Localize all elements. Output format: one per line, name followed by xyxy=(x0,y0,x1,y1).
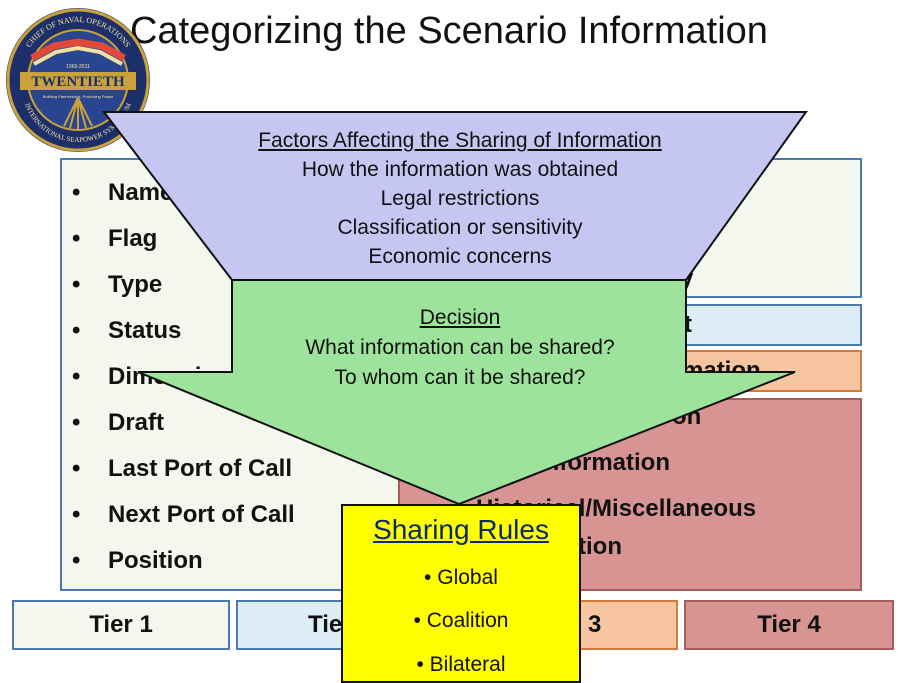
rule-item: • Global xyxy=(424,566,498,589)
factor-item: Legal restrictions xyxy=(380,187,540,210)
list-item: Status xyxy=(72,308,295,354)
rule-item: • Bilateral xyxy=(416,653,506,676)
logo-motto: Building Partnerships, Producing Peace xyxy=(43,94,114,99)
sharing-rules-box: Sharing Rules • Global • Coalition • Bil… xyxy=(341,504,581,683)
factor-item: How the information was obtained xyxy=(301,158,619,181)
sharing-rules-heading: Sharing Rules xyxy=(373,514,549,545)
tier-1-label: Tier 1 xyxy=(12,600,230,650)
factors-heading: Factors Affecting the Sharing of Informa… xyxy=(258,129,662,152)
tier-4-label: Tier 4 xyxy=(684,600,894,650)
list-item: Last Port of Call xyxy=(72,446,295,492)
tier4-line: tion xyxy=(578,533,622,560)
decision-arrow-shape xyxy=(137,279,796,506)
list-item: Next Port of Call xyxy=(72,492,295,538)
tier-2-text: Tie xyxy=(308,611,343,638)
decision-heading: Decision xyxy=(419,306,501,329)
logo-years: 1969-2011 xyxy=(66,64,90,70)
decision-item: To whom can it be shared? xyxy=(334,366,586,389)
page-title: Categorizing the Scenario Information xyxy=(130,10,768,52)
list-item: Position xyxy=(72,538,295,584)
factor-item: Classification or sensitivity xyxy=(337,216,583,239)
tier2-bar-text: t xyxy=(684,311,692,338)
tier-3-text: 3 xyxy=(588,611,602,638)
list-item: Flag xyxy=(72,216,295,262)
rule-item: • Coalition xyxy=(413,609,509,632)
decision-item: What information can be shared? xyxy=(305,336,615,359)
logo-main-text: TWENTIETH xyxy=(31,74,125,90)
list-item: Type xyxy=(72,262,295,308)
list-item: Draft xyxy=(72,400,295,446)
factor-item: Economic concerns xyxy=(368,245,552,268)
